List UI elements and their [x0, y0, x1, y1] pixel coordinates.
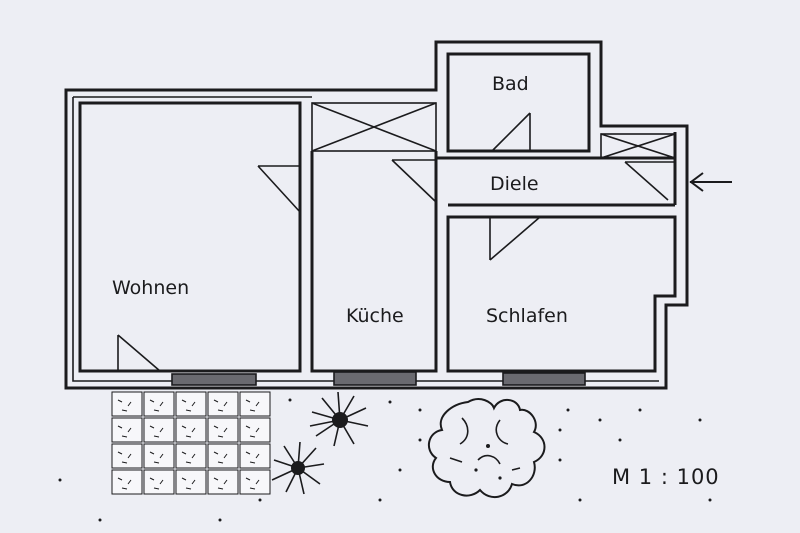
terrace-tile [207, 469, 239, 495]
room-diele: Diele [436, 132, 677, 207]
room-schlafen: Schlafen [446, 215, 677, 373]
terrace-tile [239, 443, 271, 469]
ground-specks [58, 398, 712, 522]
room-bad: Bad [446, 52, 591, 153]
bottom-windows [171, 371, 586, 386]
room-label-bad: Bad [492, 73, 529, 95]
room-label-schlafen: Schlafen [486, 305, 568, 327]
room-kueche: Küche [310, 151, 438, 373]
window-cross-right [600, 133, 676, 159]
terrace-tile [175, 391, 207, 417]
terrace-tile [207, 417, 239, 443]
terrace-tile [111, 417, 143, 443]
terrace-tile [111, 391, 143, 417]
window-cross-top [311, 102, 437, 152]
outer-walls [64, 40, 689, 390]
terrace-tile [143, 443, 175, 469]
terrace-tile [207, 391, 239, 417]
terrace-tile [239, 417, 271, 443]
terrace-tile [239, 391, 271, 417]
room-wohnen: Wohnen [78, 101, 302, 373]
terrace-tile [207, 443, 239, 469]
terrace-tile [175, 443, 207, 469]
door-swings [117, 112, 675, 372]
terrace-tile [175, 417, 207, 443]
arrow-left-icon [689, 172, 732, 192]
terrace-tile [143, 469, 175, 495]
scale-label: M 1 : 100 [612, 465, 720, 489]
bush-icon [427, 398, 546, 499]
plant-icon [271, 391, 369, 495]
room-label-kueche: Küche [346, 305, 404, 327]
terrace-tile [175, 469, 207, 495]
terrace-tile [143, 417, 175, 443]
terrace-tile [111, 443, 143, 469]
terrace-tile [111, 469, 143, 495]
terrace-tile [143, 391, 175, 417]
terrace-tile [239, 469, 271, 495]
room-label-wohnen: Wohnen [112, 277, 189, 299]
room-label-diele: Diele [490, 173, 539, 195]
terrace-tiles [111, 391, 271, 495]
